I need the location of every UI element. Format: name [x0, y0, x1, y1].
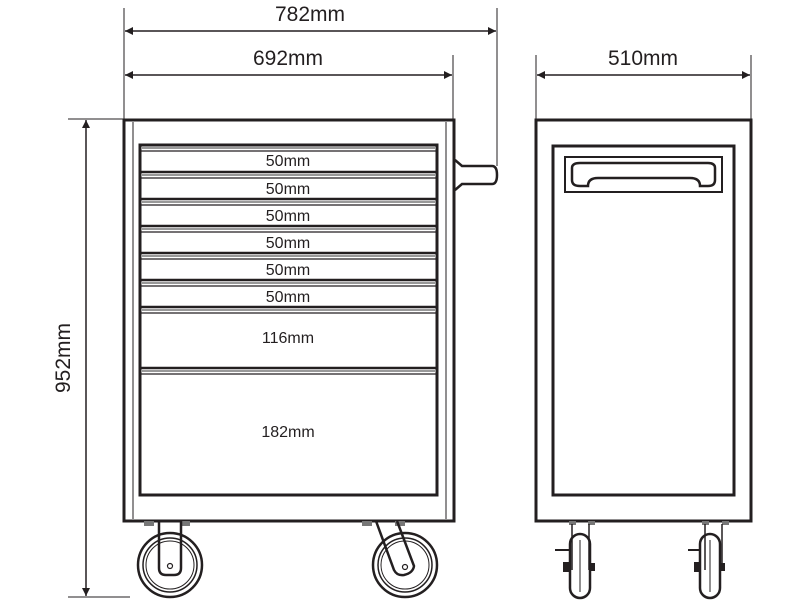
drawer-labels: 50mm 50mm 50mm 50mm 50mm 50mm 116mm 182m…: [261, 153, 314, 441]
dimension-depth: 510mm: [535, 47, 752, 119]
depth-label: 510mm: [608, 47, 678, 70]
drawer-8-label: 182mm: [261, 424, 314, 441]
drawer-front-7: [141, 305, 436, 314]
drawer-3-label: 50mm: [266, 208, 310, 225]
overall-width-label: 782mm: [275, 3, 345, 26]
front-view: 50mm 50mm 50mm 50mm 50mm 50mm 116mm 182m…: [122, 118, 499, 599]
height-label: 952mm: [52, 323, 75, 393]
side-handle-icon: [454, 159, 499, 191]
drawer-front-5: [141, 251, 436, 260]
caster-wheel-icon: [688, 521, 729, 600]
caster-wheel-icon: [555, 521, 595, 600]
drawer-6-label: 50mm: [266, 289, 310, 306]
door-handle-icon: [564, 156, 723, 193]
drawer-front-1: [141, 147, 436, 152]
drawer-front-3: [141, 197, 436, 206]
drawer-5-label: 50mm: [266, 262, 310, 279]
side-view: [534, 118, 753, 600]
dimension-overall-width: 782mm: [123, 3, 498, 166]
dimension-height: 952mm: [52, 118, 130, 598]
drawer-front-4: [141, 224, 436, 233]
caster-wheel-icon: [136, 521, 204, 599]
drawer-front-6: [141, 278, 436, 287]
drawer-1-label: 50mm: [266, 153, 310, 170]
dimension-body-width: 692mm: [125, 47, 454, 119]
body-width-label: 692mm: [253, 47, 323, 70]
drawer-front-8: [141, 366, 436, 375]
drawer-7-label: 116mm: [262, 330, 314, 347]
drawer-front-2: [141, 170, 436, 179]
drawer-4-label: 50mm: [266, 235, 310, 252]
caster-wheel-icon: [362, 520, 439, 599]
drawer-2-label: 50mm: [266, 181, 310, 198]
